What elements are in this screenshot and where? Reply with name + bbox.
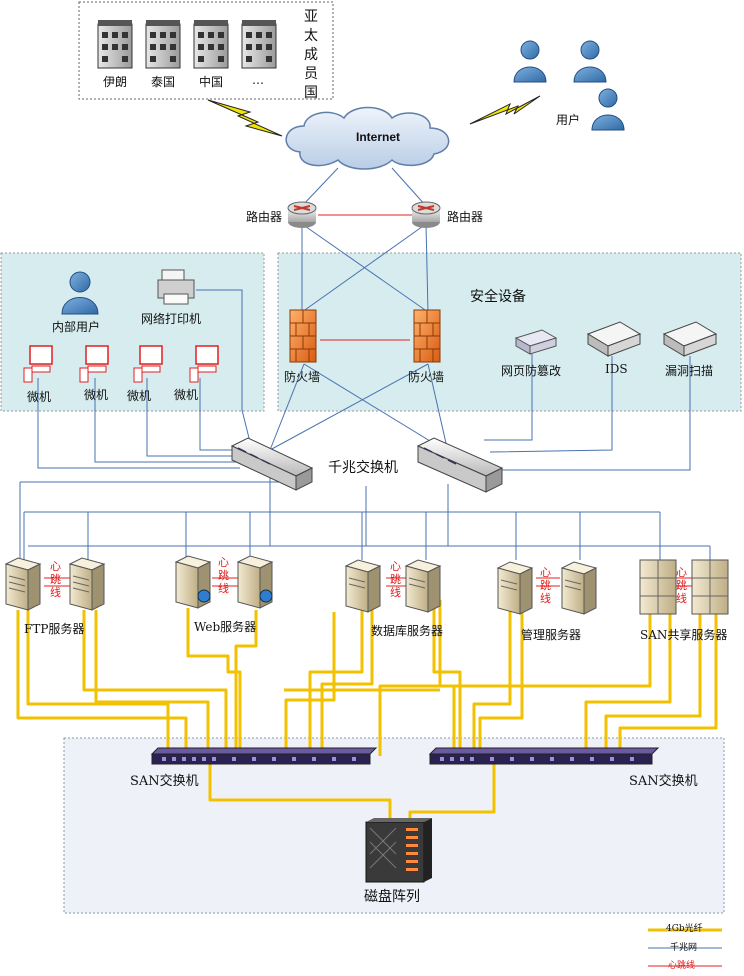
server-icon [174, 555, 212, 609]
printer-icon [157, 269, 195, 305]
core-switch-icon [416, 437, 504, 493]
firewall-right-label: 防火墙 [408, 370, 445, 384]
legend-fiber-label: 4Gb光纤 [666, 924, 703, 934]
pc-icon [23, 345, 53, 383]
pc-label: 微机 [127, 389, 152, 403]
heartbeat-links [44, 214, 692, 587]
security-title: 安全设备 [470, 289, 526, 305]
pc-label: 微机 [84, 388, 109, 402]
user-icon [513, 40, 547, 83]
country-label: 泰国 [151, 75, 176, 89]
heartbeat-label: 心跳线 [50, 560, 61, 599]
server-icon [4, 557, 42, 611]
heartbeat-label: 心跳线 [390, 560, 401, 599]
db-server-label: 数据库服务器 [371, 624, 444, 638]
gigabit-links [19, 167, 711, 560]
server-icon [236, 555, 274, 609]
legend-gigabit-label: 千兆网 [670, 943, 698, 953]
router-left-label: 路由器 [246, 210, 283, 224]
asia-pacific-title: 亚太成员国 [304, 9, 318, 101]
asia-pacific-buildings [97, 20, 277, 69]
firewall-icon [289, 309, 317, 363]
fiber-links [16, 600, 718, 820]
san-share-server-label: SAN共享服务器 [640, 628, 728, 642]
internet-cloud-icon [285, 106, 450, 170]
building-icon [145, 20, 181, 69]
country-label: 中国 [199, 75, 224, 89]
san-share-server-icon [639, 559, 677, 615]
ftp-server-label: FTP服务器 [24, 622, 85, 636]
san-share-server-icon [691, 559, 729, 615]
printer-label: 网络打印机 [141, 312, 202, 326]
vuln-scan-device-icon [662, 321, 718, 357]
users-label: 用户 [556, 113, 581, 127]
san-switch-right-icon [428, 747, 660, 765]
internal-user-label: 内部用户 [52, 320, 101, 334]
pc-icons [23, 345, 219, 383]
san-switch-left-label: SAN交换机 [130, 774, 199, 789]
pc-icon [79, 345, 109, 383]
country-label: … [252, 73, 264, 87]
pc-icon [189, 345, 219, 383]
heartbeat-label: 心跳线 [540, 566, 551, 605]
server-icon [344, 559, 382, 613]
web-server-label: Web服务器 [194, 620, 257, 634]
internal-user-icon [61, 271, 99, 315]
mgmt-server-label: 管理服务器 [521, 628, 582, 642]
core-switch-label: 千兆交换机 [328, 460, 398, 476]
disk-array-icon [365, 818, 432, 883]
pc-label: 微机 [174, 388, 199, 402]
wireless-link-left-icon [207, 99, 283, 137]
router-right-label: 路由器 [447, 210, 484, 224]
server-icon [404, 559, 442, 613]
heartbeat-label: 心跳线 [218, 556, 229, 595]
country-label: 伊朗 [103, 75, 128, 89]
server-icons [4, 555, 729, 615]
core-switch-icon [230, 437, 314, 491]
security-zone [277, 252, 742, 412]
firewall-icon [413, 309, 441, 363]
disk-array-label: 磁盘阵列 [364, 889, 420, 905]
san-switch-right-label: SAN交换机 [629, 774, 698, 789]
router-icon [287, 201, 317, 228]
ids-label: IDS [605, 362, 628, 376]
san-switch-left-icon [150, 747, 378, 765]
server-icon [68, 557, 106, 611]
internet-label: Internet [356, 130, 401, 144]
web-tamper-device-icon [514, 329, 558, 355]
vuln-scan-label: 漏洞扫描 [665, 364, 714, 378]
heartbeat-label: 心跳线 [676, 566, 687, 605]
ids-device-icon [586, 321, 642, 357]
pc-icon [133, 345, 163, 383]
legend-heartbeat-label: 心跳线 [668, 961, 696, 971]
user-icon [573, 40, 607, 83]
internal-zone [0, 252, 265, 412]
building-icon [241, 20, 277, 69]
web-tamper-label: 网页防篡改 [501, 364, 562, 378]
building-icon [97, 20, 133, 69]
building-icon [193, 20, 229, 69]
wireless-link-right-icon [469, 95, 541, 125]
server-icon [496, 561, 534, 615]
pc-label: 微机 [27, 390, 52, 404]
router-icon [411, 201, 441, 228]
server-icon [560, 561, 598, 615]
firewall-left-label: 防火墙 [284, 370, 321, 384]
user-icon [591, 88, 625, 131]
